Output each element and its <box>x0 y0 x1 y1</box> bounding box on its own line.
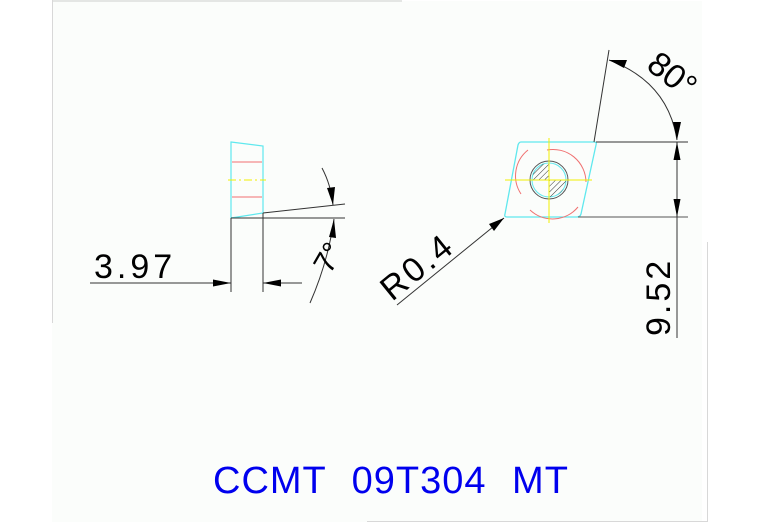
arrowhead-icon <box>673 142 681 160</box>
hidden-arc <box>529 206 579 220</box>
section-hatch <box>549 180 566 197</box>
sheet-top-edge <box>52 0 402 2</box>
arrowhead-icon <box>609 60 627 68</box>
inscribed-circle-label: 9.52 <box>640 258 678 336</box>
insert-outline <box>504 141 597 218</box>
arrowhead-icon <box>673 122 681 140</box>
arrowhead-icon <box>489 218 504 231</box>
section-hatch <box>532 163 549 180</box>
hidden-arc <box>546 148 587 183</box>
side-view: 3.97 7° <box>90 141 350 304</box>
sheet-right-edge <box>707 242 708 522</box>
clearance-angle-label: 7° <box>307 237 350 278</box>
drawing-sheet <box>52 1 702 522</box>
thickness-label: 3.97 <box>94 248 176 286</box>
sheet-bottom-edge <box>367 521 707 522</box>
leader-line <box>396 217 505 306</box>
arrowhead-icon <box>213 279 231 287</box>
arrowhead-icon <box>263 279 281 287</box>
corner-radius-label: R0.4 <box>373 226 462 308</box>
arrowhead-icon <box>327 187 335 205</box>
hidden-arc <box>515 149 529 195</box>
included-angle-label: 80° <box>640 44 704 106</box>
part-code-title: CCMT 09T304 MT <box>213 460 569 502</box>
extension-line <box>593 49 610 143</box>
arrowhead-icon <box>673 199 681 217</box>
arrowhead-icon <box>329 219 336 238</box>
extension-line <box>262 203 346 214</box>
top-view: R0.4 80° 9.52 <box>373 44 704 338</box>
sheet-left-edge <box>52 0 53 323</box>
